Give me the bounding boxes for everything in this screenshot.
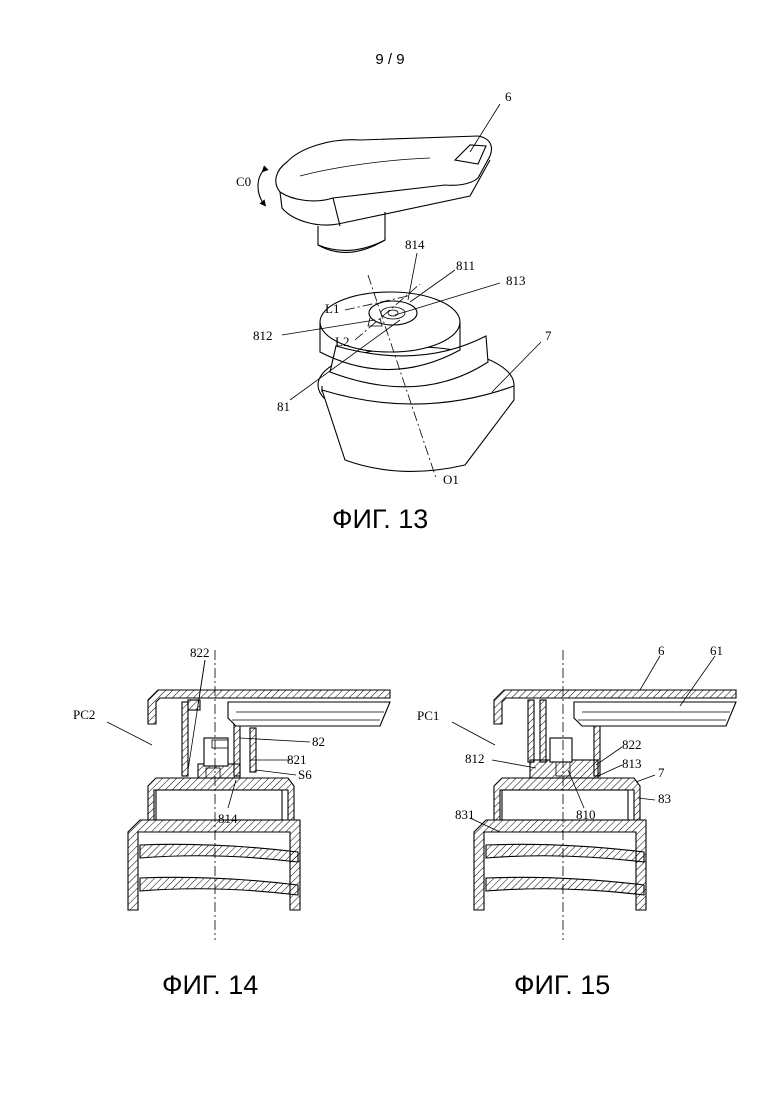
label-831: 831 bbox=[455, 807, 475, 822]
label-822: 822 bbox=[622, 737, 642, 752]
label-pc2: PC2 bbox=[73, 707, 95, 722]
label-l1: L1 bbox=[325, 301, 339, 316]
label-c0: C0 bbox=[236, 174, 251, 189]
label-61: 61 bbox=[710, 643, 723, 658]
label-813: 813 bbox=[506, 273, 526, 288]
label-813: 813 bbox=[622, 756, 642, 771]
label-o1: O1 bbox=[443, 472, 459, 487]
label-811: 811 bbox=[456, 258, 475, 273]
figure-13-caption: ФИГ. 13 bbox=[332, 504, 428, 535]
rotation-arrow bbox=[258, 170, 264, 204]
label-pc1: PC1 bbox=[417, 708, 439, 723]
label-83: 83 bbox=[658, 791, 671, 806]
actuator-cap-6 bbox=[276, 136, 492, 252]
label-821: 821 bbox=[287, 752, 307, 767]
figure-14-caption: ФИГ. 14 bbox=[162, 970, 258, 1001]
label-7: 7 bbox=[545, 328, 552, 343]
label-l2: L2 bbox=[335, 334, 349, 349]
label-822: 822 bbox=[190, 645, 210, 660]
label-812: 812 bbox=[465, 751, 485, 766]
label-810: 810 bbox=[576, 807, 596, 822]
label-812: 812 bbox=[253, 328, 273, 343]
figure-13-drawing: 6 C0 814 811 813 L1 812 L2 7 81 O1 bbox=[236, 89, 552, 487]
label-81: 81 bbox=[277, 399, 290, 414]
closure-body-7 bbox=[318, 292, 514, 471]
label-82: 82 bbox=[312, 734, 325, 749]
label-814: 814 bbox=[218, 811, 238, 826]
figure-15-caption: ФИГ. 15 bbox=[514, 970, 610, 1001]
label-6: 6 bbox=[505, 89, 512, 104]
label-s6: S6 bbox=[298, 767, 312, 782]
figure-15-drawing: 6 61 PC1 812 822 813 7 83 831 810 bbox=[417, 643, 736, 940]
figure-14-drawing: 822 PC2 82 821 S6 814 bbox=[73, 645, 390, 940]
label-7: 7 bbox=[658, 765, 665, 780]
label-814: 814 bbox=[405, 237, 425, 252]
label-6: 6 bbox=[658, 643, 665, 658]
